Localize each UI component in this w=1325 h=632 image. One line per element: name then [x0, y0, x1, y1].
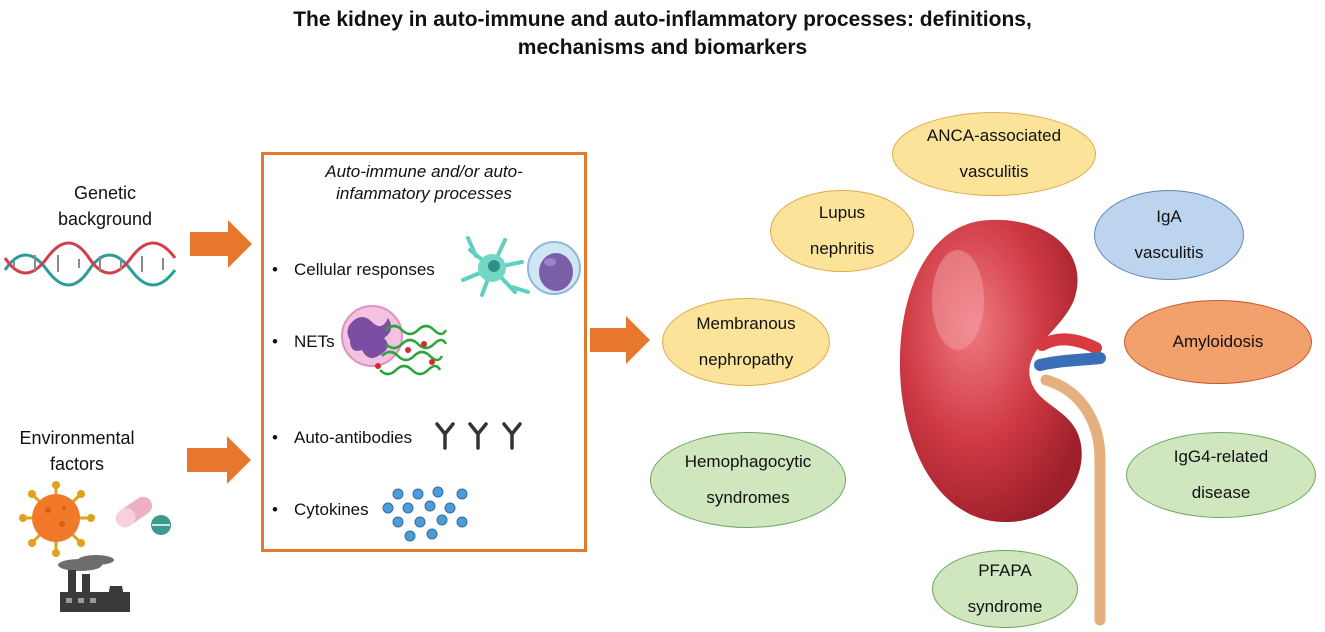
arrow-process-to-kidney — [590, 316, 650, 364]
bullet-cellular-responses: •Cellular responses — [272, 260, 435, 279]
bullet-nets: •NETs — [272, 332, 335, 351]
arrow-environment-to-process — [187, 436, 251, 484]
title-line-1: The kidney in auto-immune and auto-infla… — [293, 8, 1032, 31]
arrow-genetic-to-process — [190, 220, 252, 268]
disease-amyloidosis: Amyloidosis — [1124, 300, 1312, 384]
genetic-background-label: Genetic background — [57, 183, 153, 229]
figure-title: The kidney in auto-immune and auto-infla… — [0, 6, 1325, 62]
bullet-cytokines: •Cytokines — [272, 500, 369, 519]
bullet-auto-antibodies: •Auto-antibodies — [272, 428, 413, 447]
title-line-2: mechanisms and biomarkers — [517, 36, 808, 59]
process-box-heading: Auto-immune and/or auto- infammatory pro… — [325, 162, 523, 203]
environmental-factors-label: Environmental factors — [19, 428, 135, 474]
